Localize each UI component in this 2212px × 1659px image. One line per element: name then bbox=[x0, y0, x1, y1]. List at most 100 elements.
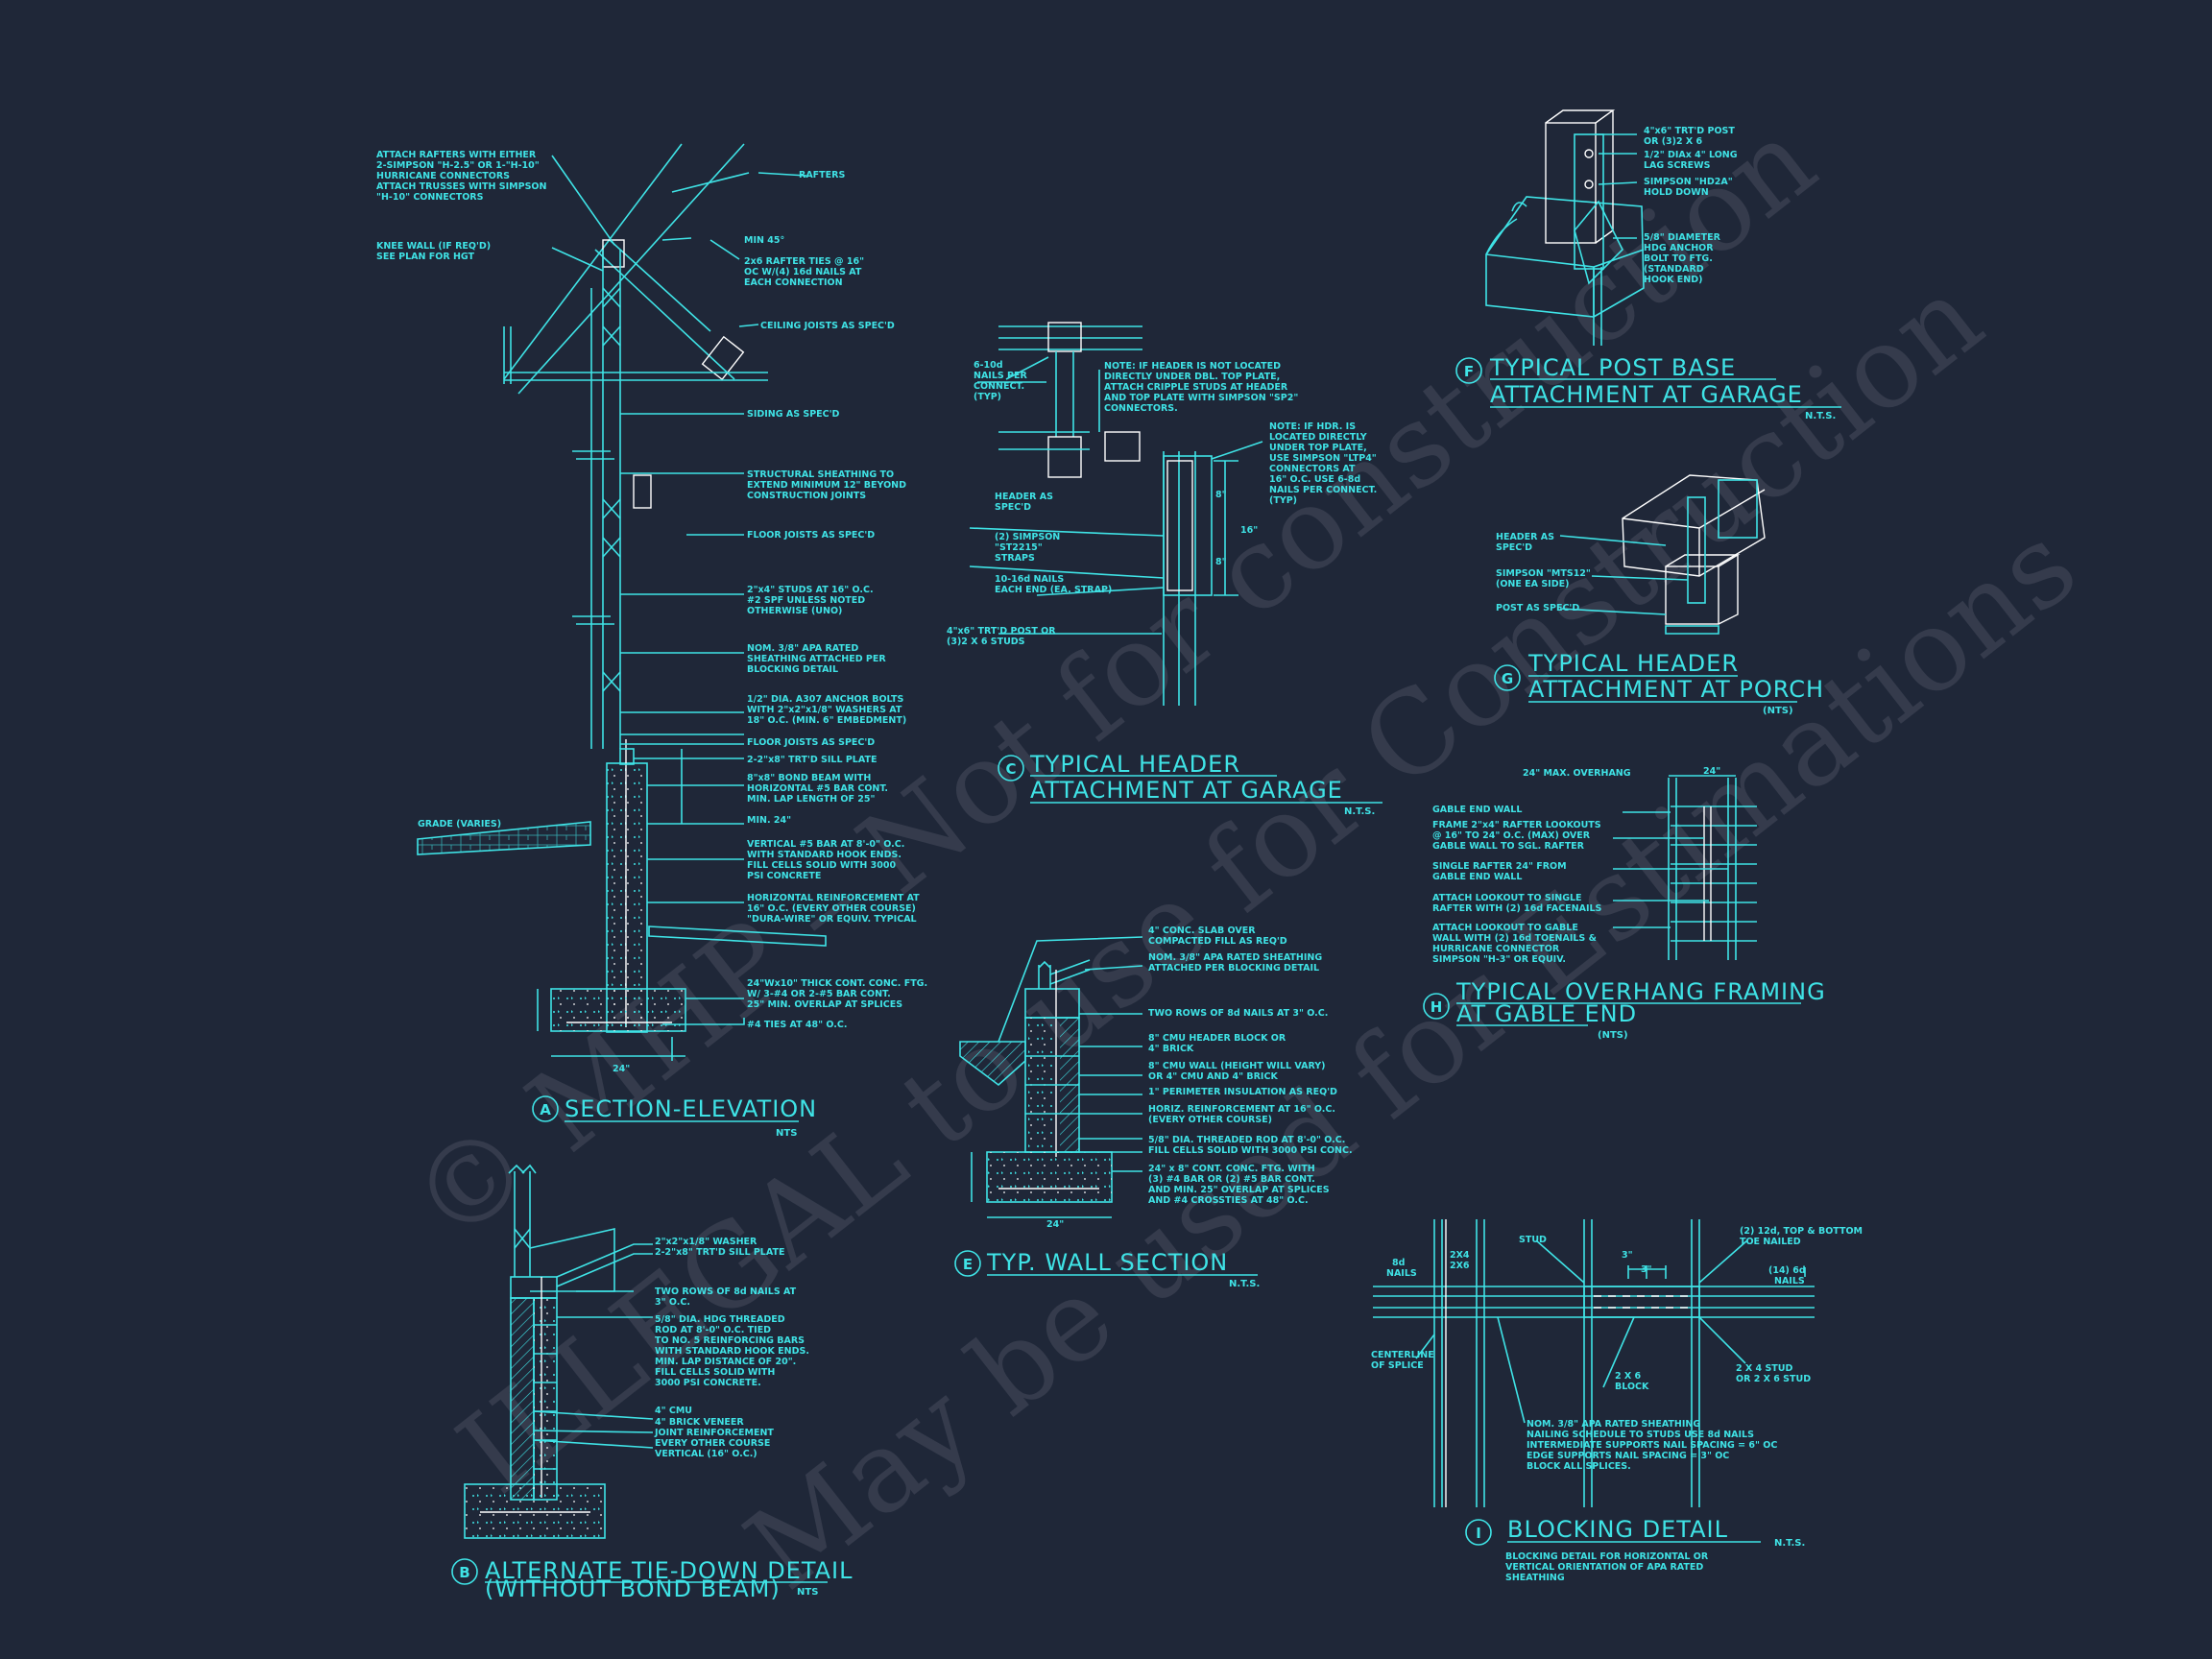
detail-f-letter: F bbox=[1464, 363, 1474, 380]
detail-a-drawing bbox=[417, 143, 827, 1061]
detail-b-letter: B bbox=[459, 1564, 469, 1581]
detail-h-notes: 24" MAX. OVERHANG 24" GABLE END WALL FRA… bbox=[1432, 766, 1720, 965]
note-c-12: UNDER TOP PLATE, bbox=[1269, 443, 1367, 453]
detail-a-letter: A bbox=[540, 1101, 551, 1118]
note-i-11: NAILS bbox=[1774, 1276, 1805, 1286]
note-a-41: 24"Wx10" THICK CONT. CONC. FTG. bbox=[747, 978, 927, 989]
note-a-36: FILL CELLS SOLID WITH 3000 bbox=[747, 860, 896, 871]
note-a-3: HURRICANE CONNECTORS bbox=[376, 171, 510, 181]
note-h-7: SINGLE RAFTER 24" FROM bbox=[1432, 861, 1567, 872]
note-f-8: HDG ANCHOR bbox=[1644, 243, 1714, 253]
note-a-27: 18" O.C. (MIN. 6" EMBEDMENT) bbox=[747, 715, 906, 726]
note-b-6: ROD AT 8'-0" O.C. TIED bbox=[655, 1325, 771, 1335]
detail-b-notes: 2"x2"x1/8" WASHER 2-2"x8" TRT'D SILL PLA… bbox=[654, 1237, 809, 1459]
note-h-12: WALL WITH (2) 16d TOENAILS & bbox=[1432, 933, 1597, 944]
note-f-4: LAG SCREWS bbox=[1644, 160, 1711, 171]
note-c-20: (2) SIMPSON bbox=[995, 532, 1060, 542]
note-e-2: COMPACTED FILL AS REQ'D bbox=[1148, 936, 1287, 947]
note-h-6: GABLE WALL TO SGL. RAFTER bbox=[1432, 841, 1585, 852]
detail-b-title: B ALTERNATE TIE-DOWN DETAIL (WITHOUT BON… bbox=[451, 1557, 854, 1602]
note-i-16: 2 X 4 STUD bbox=[1736, 1363, 1793, 1374]
note-e-9: OR 4" CMU AND 4" BRICK bbox=[1148, 1071, 1278, 1082]
note-c-21: "ST2215" bbox=[995, 542, 1043, 553]
note-b-1: 2"x2"x1/8" WASHER bbox=[655, 1237, 757, 1247]
detail-e-notes: 4" CONC. SLAB OVER COMPACTED FILL AS REQ… bbox=[1046, 926, 1353, 1230]
note-a-45: GRADE (VARIES) bbox=[418, 819, 501, 830]
note-i-15: BLOCK bbox=[1615, 1382, 1649, 1392]
detail-e-title: E TYP. WALL SECTION N.T.S. bbox=[954, 1249, 1260, 1289]
detail-i-subnote-3: SHEATHING bbox=[1505, 1573, 1565, 1583]
note-h-2: 24" bbox=[1703, 766, 1720, 777]
note-c-6: DIRECTLY UNDER DBL. TOP PLATE, bbox=[1104, 372, 1280, 382]
detail-i-title-text: BLOCKING DETAIL bbox=[1507, 1516, 1728, 1543]
detail-g-notes: HEADER AS SPEC'D SIMPSON "MTS12" (ONE EA… bbox=[1496, 532, 1591, 613]
note-i-5: STUD bbox=[1519, 1235, 1547, 1245]
note-a-7: SEE PLAN FOR HGT bbox=[376, 252, 475, 262]
detail-e-letter: E bbox=[963, 1256, 973, 1273]
detail-a-title: A SECTION-ELEVATION NTS bbox=[532, 1095, 816, 1139]
note-a-8: RAFTERS bbox=[799, 170, 845, 180]
note-i-14: 2 X 6 bbox=[1615, 1371, 1642, 1382]
note-b-2: 2-2"x8" TRT'D SILL PLATE bbox=[655, 1247, 784, 1258]
note-b-8: WITH STANDARD HOOK ENDS. bbox=[655, 1346, 809, 1357]
note-h-11: ATTACH LOOKOUT TO GABLE bbox=[1432, 923, 1578, 933]
note-g-5: POST AS SPEC'D bbox=[1496, 603, 1579, 613]
detail-b-subtitle: (WITHOUT BOND BEAM) bbox=[485, 1575, 781, 1602]
note-b-12: 4" CMU bbox=[655, 1406, 692, 1416]
note-a-40: "DURA-WIRE" OR EQUIV. TYPICAL bbox=[747, 914, 917, 925]
note-a-17: CONSTRUCTION JOINTS bbox=[747, 491, 866, 501]
note-b-14: JOINT REINFORCEMENT bbox=[654, 1428, 774, 1438]
note-f-11: HOOK END) bbox=[1644, 275, 1702, 285]
note-c-10: NOTE: IF HDR. IS bbox=[1269, 421, 1356, 432]
note-a-9: MIN 45° bbox=[744, 235, 784, 246]
note-a-19: 2"x4" STUDS AT 16" O.C. bbox=[747, 585, 874, 595]
note-f-2: OR (3)2 X 6 bbox=[1644, 136, 1703, 147]
note-e-18: AND #4 CROSSTIES AT 48" O.C. bbox=[1148, 1195, 1309, 1206]
note-c-1: 6-10d bbox=[974, 360, 1003, 371]
note-c-19: SPEC'D bbox=[995, 502, 1031, 513]
note-e-3: NOM. 3/8" APA RATED SHEATHING bbox=[1148, 952, 1322, 963]
note-c-28: 16" bbox=[1240, 525, 1258, 536]
note-f-3: 1/2" DIAx 4" LONG bbox=[1644, 150, 1738, 160]
note-c-14: CONNECTORS AT bbox=[1269, 464, 1356, 474]
detail-b-title-text: ALTERNATE TIE-DOWN DETAIL bbox=[485, 1557, 854, 1584]
detail-i-drawing bbox=[1373, 1219, 1815, 1507]
note-c-8: AND TOP PLATE WITH SIMPSON "SP2" bbox=[1104, 393, 1298, 403]
note-f-6: HOLD DOWN bbox=[1644, 187, 1709, 198]
note-i-18: NOM. 3/8" APA RATED SHEATHING bbox=[1527, 1419, 1700, 1430]
detail-c-letter: C bbox=[1005, 760, 1016, 778]
detail-g-drawing bbox=[1559, 474, 1766, 635]
note-g-4: (ONE EA SIDE) bbox=[1496, 579, 1569, 589]
detail-h-title-2: AT GABLE END bbox=[1456, 1000, 1637, 1027]
detail-b-drawing bbox=[464, 1164, 654, 1539]
note-a-28: FLOOR JOISTS AS SPEC'D bbox=[747, 737, 875, 748]
note-a-22: NOM. 3/8" APA RATED bbox=[747, 643, 858, 654]
note-e-17: AND MIN. 25" OVERLAP AT SPLICES bbox=[1148, 1185, 1330, 1195]
note-f-9: BOLT TO FTG. bbox=[1644, 253, 1713, 264]
note-c-13: USE SIMPSON "LTP4" bbox=[1269, 453, 1377, 464]
note-b-13: 4" BRICK VENEER bbox=[655, 1417, 744, 1428]
note-b-16: VERTICAL (16" O.C.) bbox=[655, 1449, 757, 1459]
note-h-3: GABLE END WALL bbox=[1432, 805, 1522, 815]
note-i-9: TOE NAILED bbox=[1740, 1237, 1801, 1247]
detail-h-title-1: TYPICAL OVERHANG FRAMING bbox=[1455, 978, 1826, 1005]
note-a-30: 8"x8" BOND BEAM WITH bbox=[747, 773, 871, 783]
note-a-29: 2-2"x8" TRT'D SILL PLATE bbox=[747, 755, 877, 765]
note-c-22: STRAPS bbox=[995, 553, 1035, 564]
detail-h-marker bbox=[1423, 993, 1450, 1020]
note-c-4: (TYP) bbox=[974, 392, 1001, 402]
note-a-31: HORIZONTAL #5 BAR CONT. bbox=[747, 783, 888, 794]
note-a-34: VERTICAL #5 BAR AT 8'-0" O.C. bbox=[747, 839, 904, 850]
note-a-18: FLOOR JOISTS AS SPEC'D bbox=[747, 530, 875, 541]
note-a-11: OC W/(4) 16d NAILS AT bbox=[744, 267, 862, 277]
detail-i-subnote-1: BLOCKING DETAIL FOR HORIZONTAL OR bbox=[1505, 1551, 1709, 1562]
note-c-18: HEADER AS bbox=[995, 492, 1053, 502]
note-b-10: FILL CELLS SOLID WITH bbox=[655, 1367, 775, 1378]
note-a-43: 25" MIN. OVERLAP AT SPLICES bbox=[747, 999, 902, 1010]
note-a-6: KNEE WALL (IF REQ'D) bbox=[376, 241, 491, 252]
note-a-26: WITH 2"x2"x1/8" WASHERS AT bbox=[747, 705, 902, 715]
note-e-10: 1" PERIMETER INSULATION AS REQ'D bbox=[1148, 1087, 1337, 1097]
detail-f-marker bbox=[1455, 357, 1482, 384]
note-e-12: (EVERY OTHER COURSE) bbox=[1148, 1115, 1272, 1125]
